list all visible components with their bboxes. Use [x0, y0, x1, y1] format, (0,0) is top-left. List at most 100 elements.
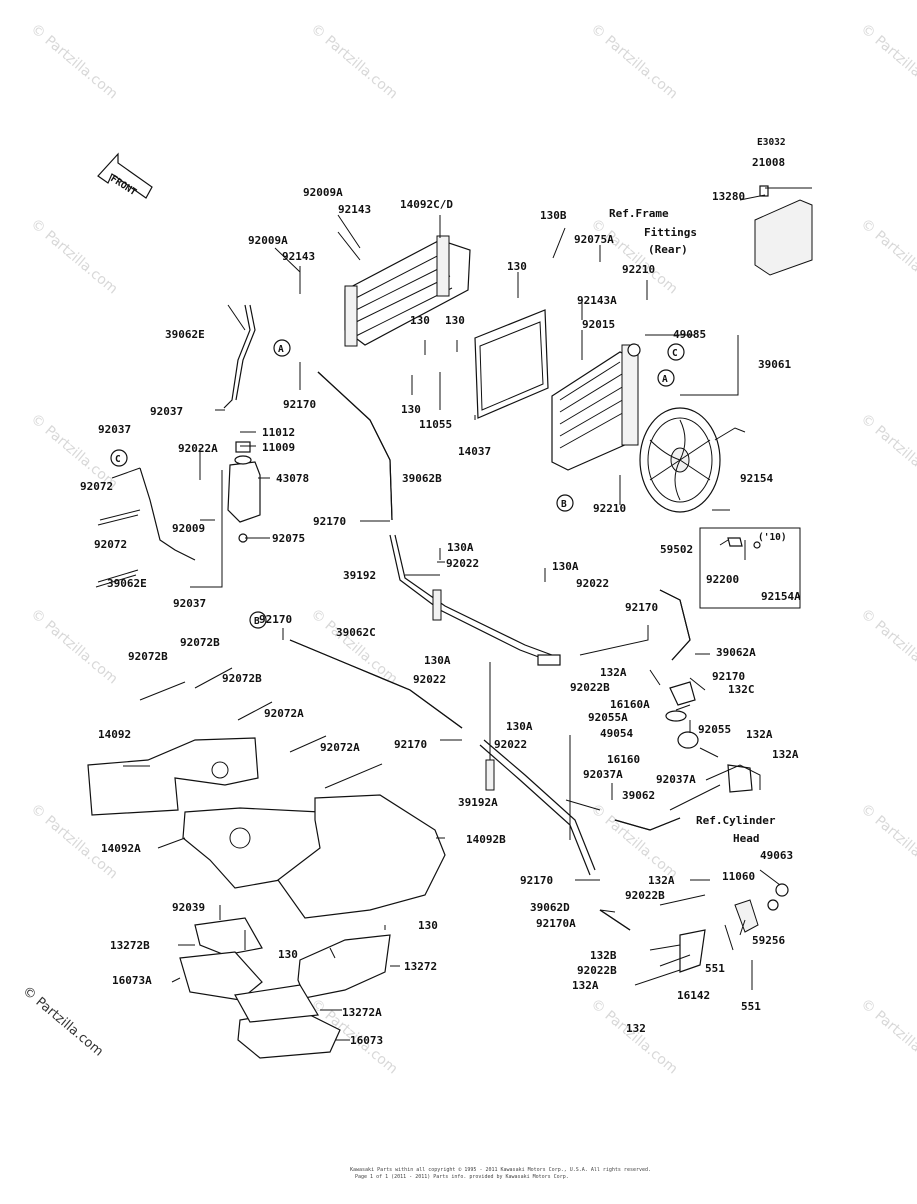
circle-ref-b: B [254, 616, 260, 627]
part-label: 92022A [178, 442, 218, 455]
part-label: 13272B [110, 939, 150, 952]
part-label: 132A [600, 666, 627, 679]
part-label: 92072 [94, 538, 127, 551]
radiator-shroud [344, 235, 471, 347]
part-label: 92039 [172, 901, 205, 914]
footer-line-2: Page 1 of 1 (2011 - 2011) Parts info. pr… [355, 1174, 569, 1180]
skid-plates [87, 737, 446, 1059]
part-label: 43078 [276, 472, 309, 485]
watermark-text: © Partzilla.com [857, 996, 917, 1078]
part-label: 21008 [752, 156, 785, 169]
part-label: 92009A [303, 186, 343, 199]
front-arrow-icon: FRONT [97, 152, 153, 199]
part-label: 59502 [660, 543, 693, 556]
part-label: 14092 [98, 728, 131, 741]
radiator-screen [474, 309, 549, 419]
part-label: 92143A [577, 294, 617, 307]
circle-ref-a: A [662, 374, 668, 385]
watermark-text: © Partzilla.com [27, 216, 120, 298]
part-label: 130B [540, 209, 567, 222]
watermark-text: © Partzilla.com [857, 411, 917, 493]
year-box: ('10) [699, 527, 801, 609]
part-label: 92143 [338, 203, 371, 216]
part-label: 11012 [262, 426, 295, 439]
part-label: 11060 [722, 870, 755, 883]
year-box-label: ('10) [758, 532, 787, 543]
part-label: 92210 [593, 502, 626, 515]
part-label: 551 [705, 962, 725, 975]
circle-ref-b: B [561, 499, 567, 510]
part-label: 132A [572, 979, 599, 992]
ref-notes: Ref.Frame Fittings (Rear) Ref.Cylinder H… [609, 207, 776, 845]
part-label: 130 [278, 948, 298, 961]
part-label: 92072B [128, 650, 168, 663]
part-label: 39062B [402, 472, 442, 485]
part-label: 92072A [320, 741, 360, 754]
part-label: 49054 [600, 727, 633, 740]
part-label: 92055 [698, 723, 731, 736]
clamps [95, 509, 383, 789]
watermark-text: © Partzilla.com [857, 801, 917, 883]
part-label: 92037A [656, 773, 696, 786]
part-label: 132B [590, 949, 617, 962]
part-label: 130 [418, 919, 438, 932]
part-label: 130 [445, 314, 465, 327]
part-label: 130 [401, 403, 421, 416]
part-label: 14092B [466, 833, 506, 846]
part-label: 39062A [716, 646, 756, 659]
part-label: 132 [626, 1022, 646, 1035]
part-label: 39062E [165, 328, 205, 341]
part-label: 92022 [413, 673, 446, 686]
part-labels: 21008 13280 92009A 92143 14092C/D 92009A… [80, 156, 801, 1047]
part-label: 92009A [248, 234, 288, 247]
part-label: 132A [648, 874, 675, 887]
part-label: 92154A [761, 590, 801, 603]
part-label: 92170 [394, 738, 427, 751]
part-label: 13280 [712, 190, 745, 203]
part-label: 16160A [610, 698, 650, 711]
ref-frame-line3: (Rear) [648, 243, 688, 256]
part-label: 39062 [622, 789, 655, 802]
thermostat-assembly [665, 681, 789, 973]
watermark-text: © Partzilla.com [587, 801, 680, 883]
part-label: 132C [728, 683, 755, 696]
part-label: 92022B [570, 681, 610, 694]
part-label: 132A [746, 728, 773, 741]
part-label: 39062D [530, 901, 570, 914]
watermark-text: © Partzilla.com [587, 996, 680, 1078]
part-label: 39192 [343, 569, 376, 582]
part-label: 92009 [172, 522, 205, 535]
part-label: 92170 [259, 613, 292, 626]
part-label: 16142 [677, 989, 710, 1002]
part-label: 92022 [446, 557, 479, 570]
part-label: 130A [552, 560, 579, 573]
part-label: 92022B [625, 889, 665, 902]
part-label: 92072B [222, 672, 262, 685]
part-label: 130A [447, 541, 474, 554]
watermark-text: © Partzilla.com [27, 606, 120, 688]
part-label: 92037 [173, 597, 206, 610]
part-label: 92170 [283, 398, 316, 411]
ref-cylinder-line2: Head [733, 832, 760, 845]
frame-fittings [754, 185, 813, 276]
part-label: 92210 [622, 263, 655, 276]
part-label: 92037 [150, 405, 183, 418]
watermark-text: © Partzilla.com [27, 21, 120, 103]
part-label: 39062E [107, 577, 147, 590]
hoses [139, 304, 691, 931]
leader-lines [111, 187, 812, 1041]
reservoir-tank [227, 441, 261, 543]
part-label: 92055A [588, 711, 628, 724]
part-label: 11009 [262, 441, 295, 454]
part-label: 92200 [706, 573, 739, 586]
part-label: 92170 [313, 515, 346, 528]
part-label: 92143 [282, 250, 315, 263]
watermark-text: © Partzilla.com [857, 21, 917, 103]
watermark-text: © Partzilla.com [857, 606, 917, 688]
metal-pipes [432, 589, 561, 791]
part-label: 92170 [625, 601, 658, 614]
part-label: 130 [507, 260, 527, 273]
part-label: 11055 [419, 418, 452, 431]
part-label: 39062C [336, 626, 376, 639]
